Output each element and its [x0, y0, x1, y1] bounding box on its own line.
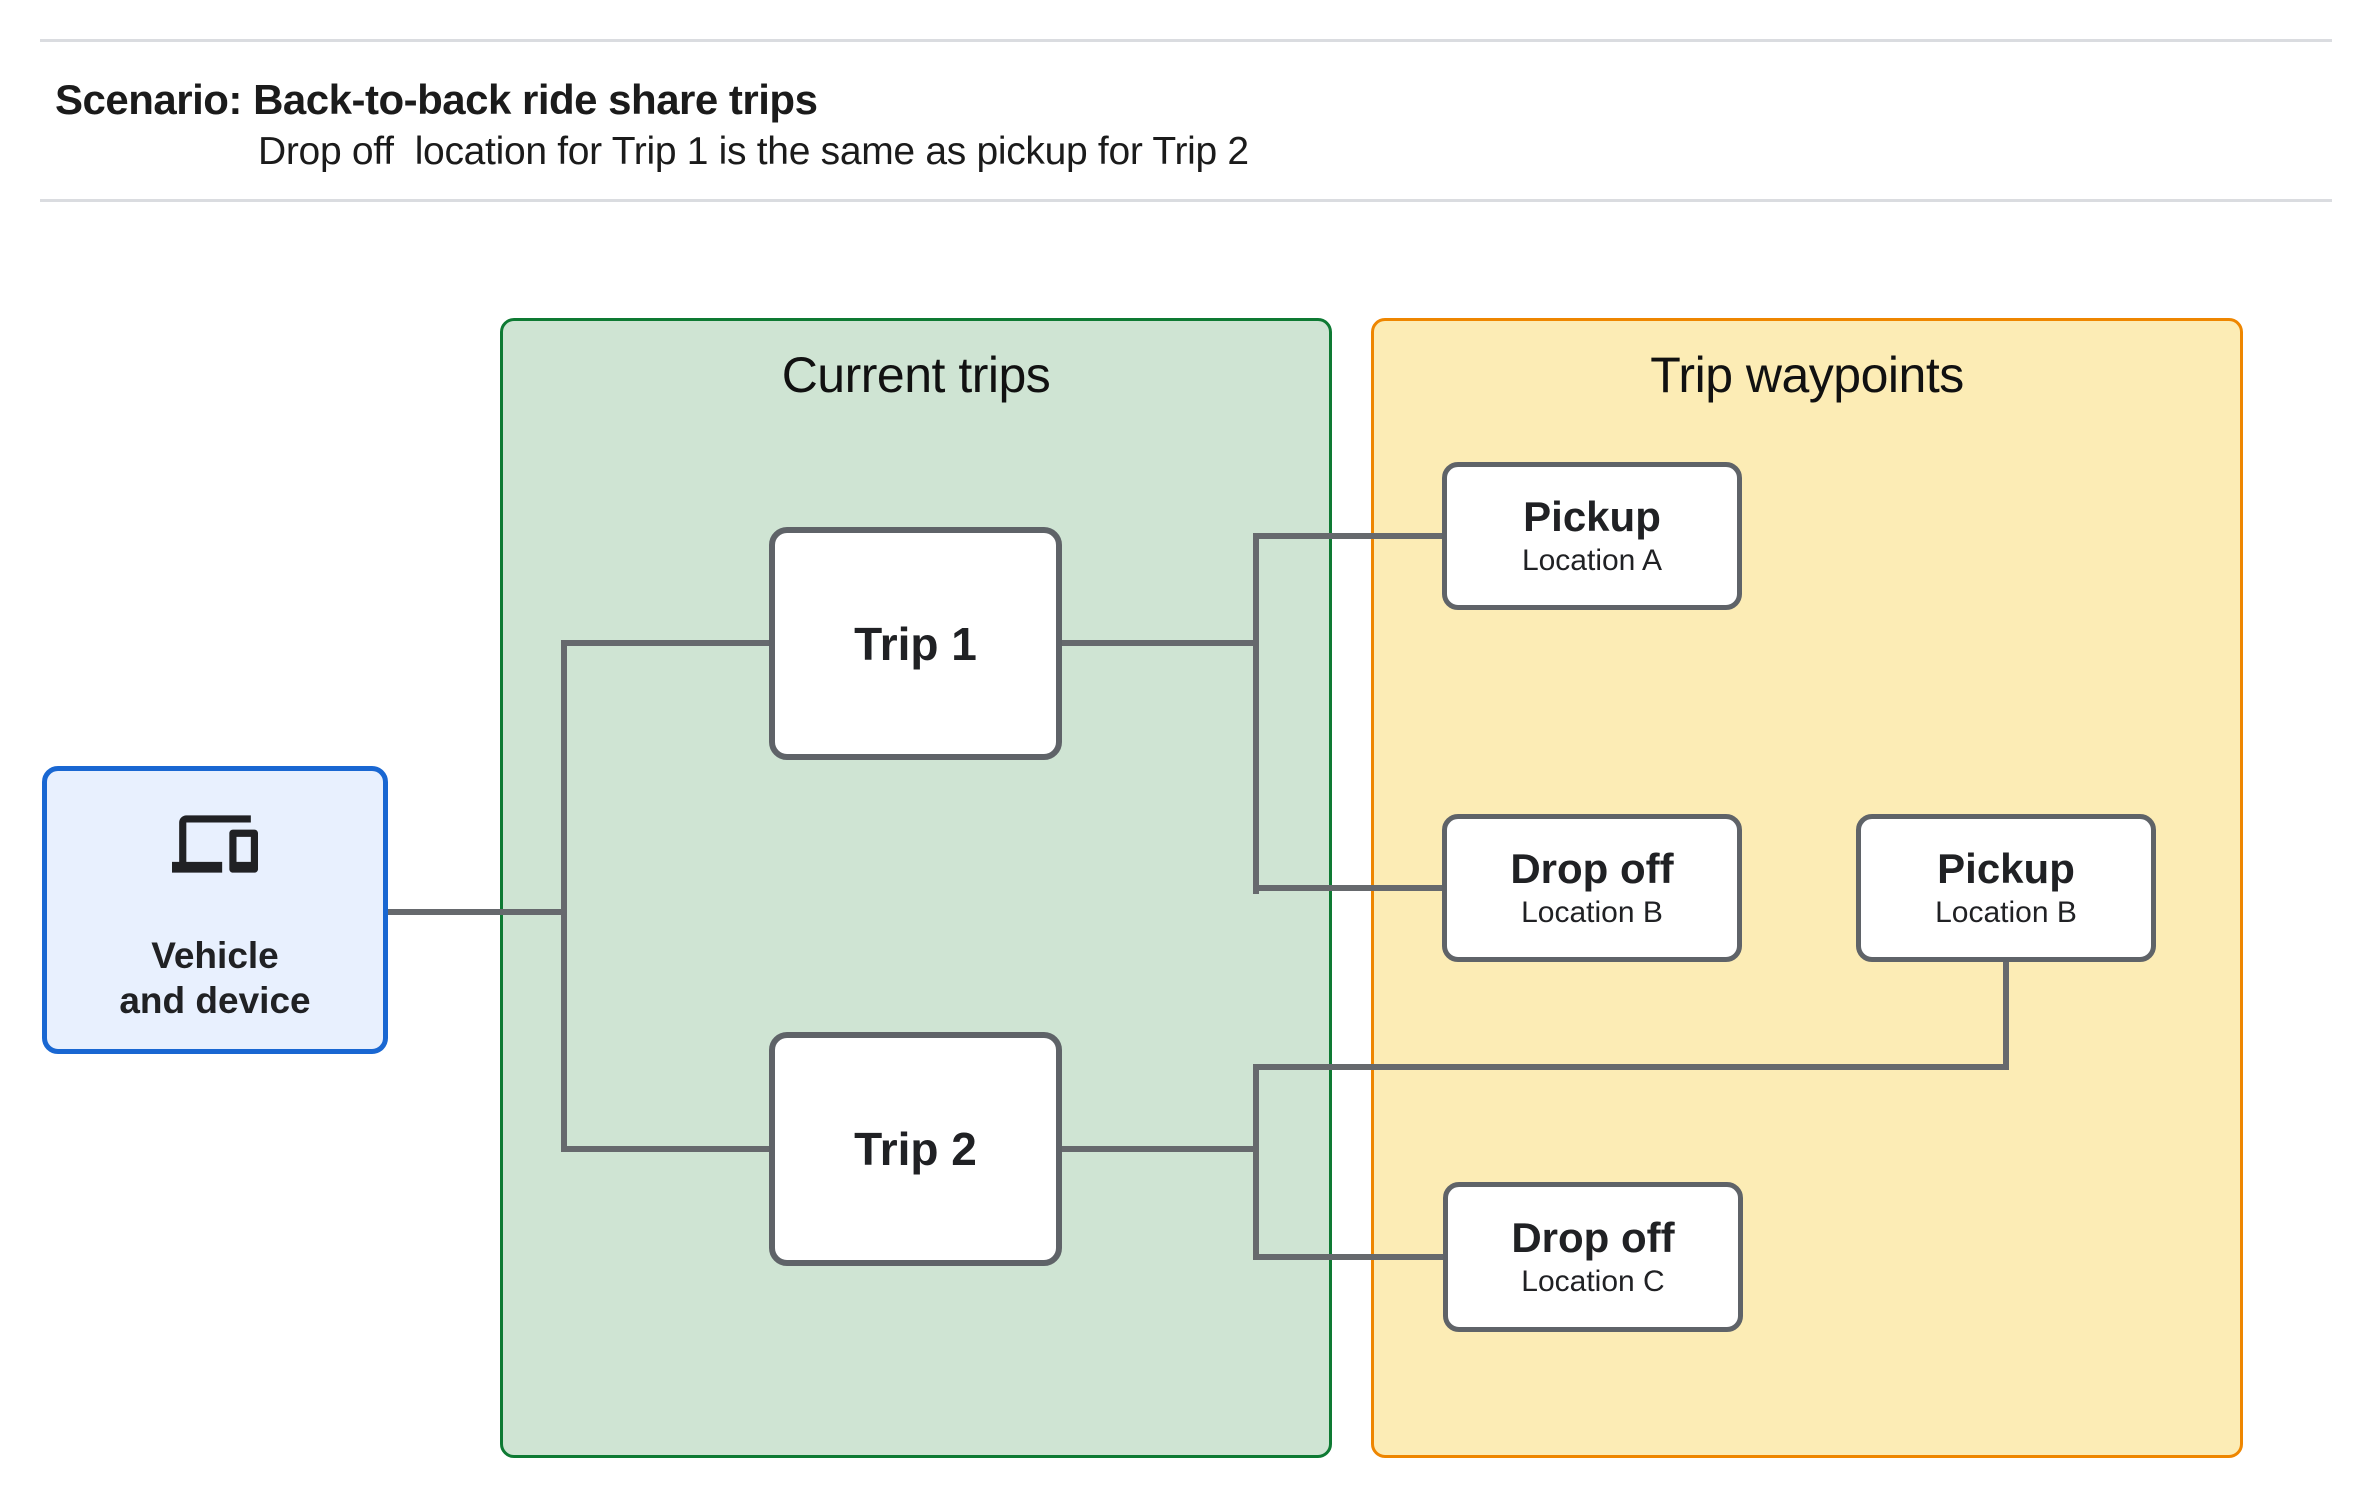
current-trips-panel-title: Current trips	[781, 347, 1051, 403]
trip1-node: Trip 1	[769, 527, 1062, 760]
pickup-b-title: Pickup	[1937, 844, 2075, 892]
current-trips-panel: Current trips	[500, 318, 1332, 1458]
trip2-label: Trip 2	[854, 1123, 977, 1175]
dropoff-c-title: Drop off	[1511, 1213, 1675, 1261]
pickup-b-subtitle: Location B	[1935, 895, 2077, 929]
pickup-b-node: Pickup Location B	[1856, 814, 2156, 962]
vehicle-label-line1: Vehicle	[151, 935, 279, 976]
pickup-a-subtitle: Location A	[1521, 543, 1663, 577]
dropoff-b-subtitle: Location B	[1521, 895, 1663, 929]
trip1-label: Trip 1	[854, 617, 977, 670]
connector-vehicle-to-trips	[385, 909, 567, 915]
pickup-a-title: Pickup	[1523, 492, 1661, 540]
connector-to-dropoff-c	[1253, 1254, 1446, 1260]
vehicle-label: Vehicle and device	[119, 933, 310, 1023]
connector-to-trip1	[561, 640, 772, 646]
divider-top	[40, 39, 2332, 42]
trip-waypoints-panel-title: Trip waypoints	[1650, 347, 1964, 403]
page-title: Scenario: Back-to-back ride share trips	[55, 76, 818, 123]
trip2-node: Trip 2	[769, 1032, 1062, 1266]
connector-pickup-b-horizontal	[1253, 1064, 2009, 1070]
connector-pickup-b-down	[2003, 959, 2009, 1070]
connector-trip1-waypoints-vertical	[1253, 533, 1259, 894]
connector-trip2-right	[1056, 1146, 1259, 1152]
connector-to-dropoff-b	[1253, 885, 1445, 891]
pickup-a-node: Pickup Location A	[1442, 462, 1742, 610]
dropoff-c-subtitle: Location C	[1521, 1264, 1665, 1298]
connector-trip1-right	[1056, 640, 1259, 646]
dropoff-b-node: Drop off Location B	[1442, 814, 1742, 962]
connector-to-pickup-a	[1253, 533, 1445, 539]
connector-to-trip2	[561, 1146, 772, 1152]
dropoff-c-node: Drop off Location C	[1443, 1182, 1743, 1332]
devices-icon	[172, 815, 258, 873]
connector-trips-junction-vertical	[561, 640, 567, 1152]
vehicle-node: Vehicle and device	[42, 766, 388, 1054]
dropoff-b-title: Drop off	[1510, 844, 1674, 892]
divider-bottom	[40, 199, 2332, 202]
vehicle-label-line2: and device	[119, 980, 311, 1021]
page-subtitle: Drop off location for Trip 1 is the same…	[258, 130, 1249, 173]
connector-trip2-waypoints-vertical	[1253, 1064, 1259, 1260]
